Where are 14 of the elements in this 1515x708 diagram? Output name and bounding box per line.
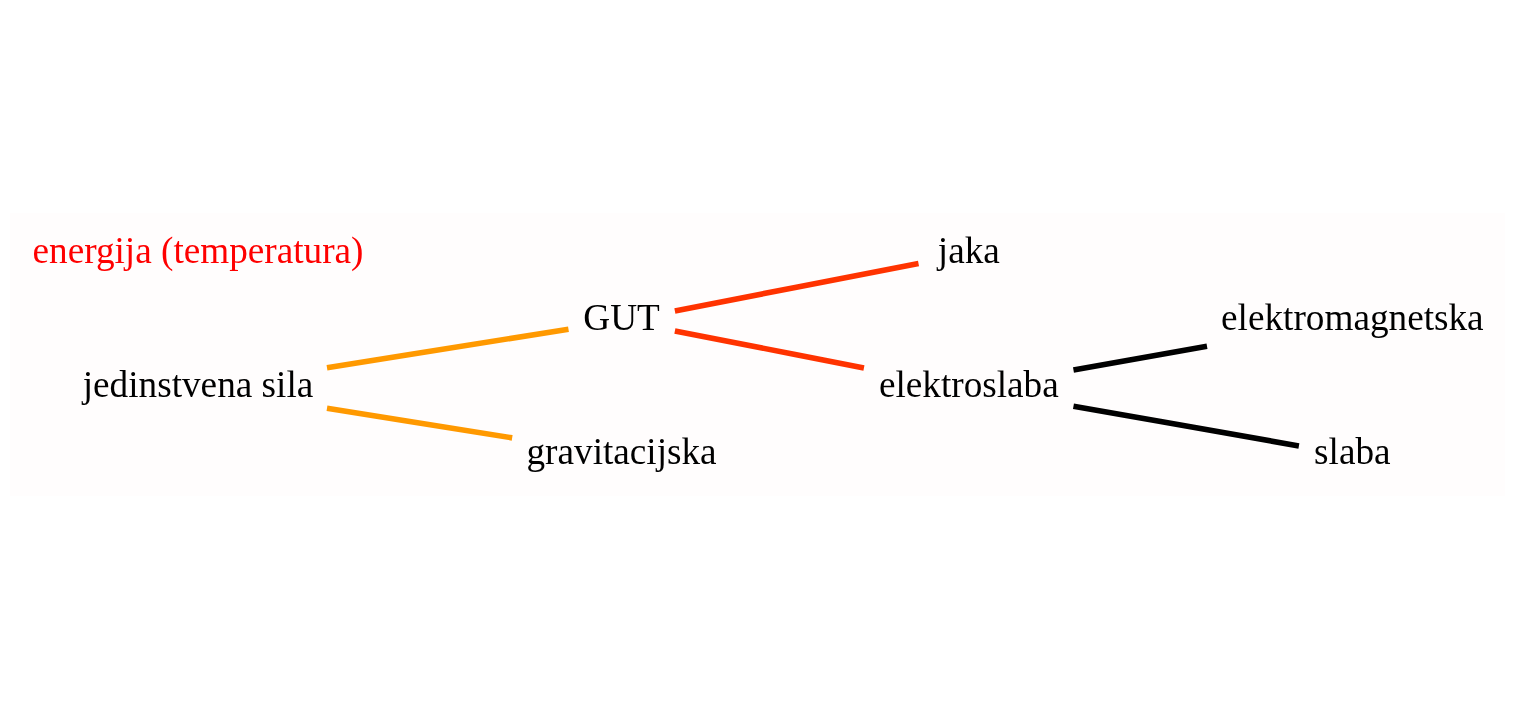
node-text: gravitacijska (526, 430, 717, 472)
connector (326, 325, 569, 370)
node-text: jaka (937, 229, 1000, 271)
node-text: jedinstvena sila (82, 363, 314, 405)
connector (1073, 343, 1208, 373)
node-text: GUT (583, 296, 660, 338)
node-text: elektroslaba (878, 363, 1059, 405)
connector (1073, 402, 1300, 449)
node-text: slaba (1314, 430, 1391, 472)
connector (674, 260, 920, 314)
label: energija (temperatura) (32, 229, 364, 271)
connector (674, 327, 865, 371)
node-text: elektromagnetska (1221, 296, 1484, 338)
connector (326, 405, 513, 441)
